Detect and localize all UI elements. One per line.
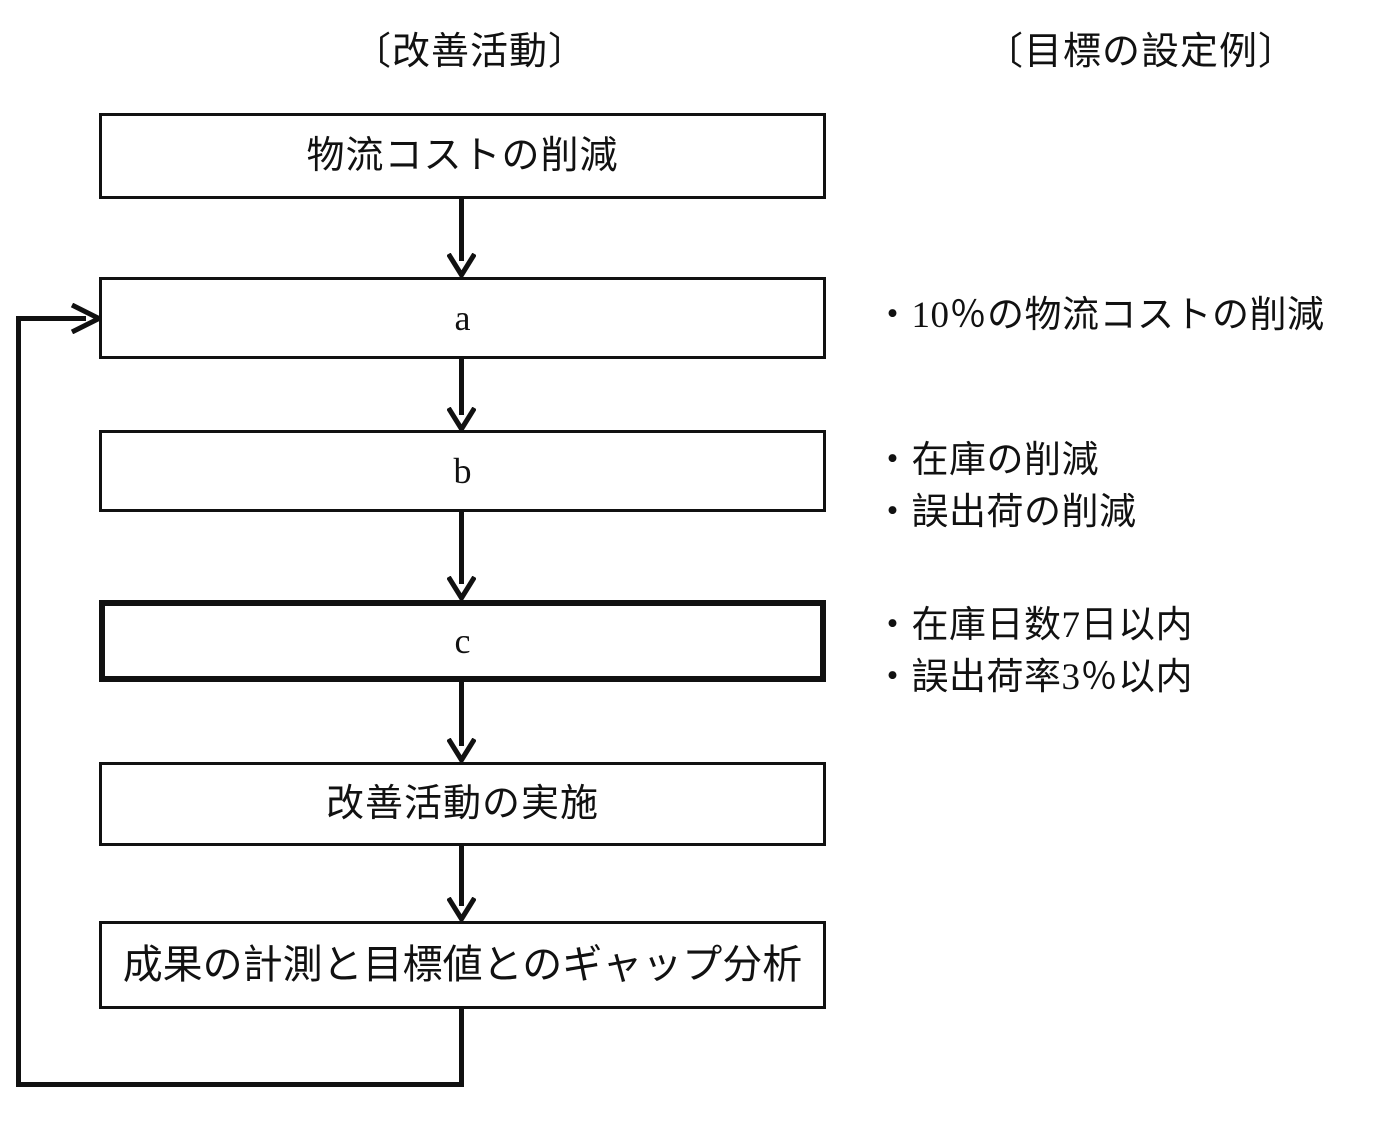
column-header-goal-examples: 〔目標の設定例〕 (985, 31, 1298, 73)
flow-box-label: c (454, 621, 471, 661)
flow-box-label: 物流コストの削減 (306, 135, 619, 177)
goal-group-cost: ・10％の物流コストの削減 (874, 290, 1394, 342)
goal-group-targets: ・在庫日数7日以内 ・誤出荷率3％以内 (874, 600, 1394, 704)
arrow-right-icon (70, 303, 102, 334)
flow-box-label: 成果の計測と目標値とのギャップ分析 (122, 942, 803, 987)
flow-box-label: a (454, 298, 471, 338)
feedback-loop-segment-bottom (16, 1082, 464, 1087)
goal-line: ・誤出荷率3％以内 (874, 657, 1193, 698)
flow-box-implement-improvement: 改善活動の実施 (99, 762, 826, 846)
arrow-down-icon (447, 897, 476, 921)
flow-box-measure-and-gap-analysis: 成果の計測と目標値とのギャップ分析 (99, 921, 826, 1009)
flow-box-a: a (99, 277, 826, 359)
connector-line-5 (459, 846, 464, 906)
feedback-loop-segment-left (16, 316, 21, 1087)
goal-line: ・在庫日数7日以内 (874, 605, 1193, 646)
goal-line: ・在庫の削減 (874, 440, 1099, 481)
flow-box-label: b (453, 451, 472, 491)
flow-box-c: c (99, 600, 826, 682)
column-header-improvement-activity: 〔改善活動〕 (353, 31, 588, 73)
goal-line: ・10％の物流コストの削減 (874, 295, 1325, 336)
connector-line-4 (459, 682, 464, 746)
connector-line-1 (459, 199, 464, 261)
arrow-down-icon (447, 738, 476, 762)
goal-line: ・誤出荷の削減 (874, 492, 1137, 533)
flow-box-b: b (99, 430, 826, 512)
flow-box-label: 改善活動の実施 (325, 783, 599, 825)
connector-line-2 (459, 359, 464, 415)
goal-group-inventory: ・在庫の削減 ・誤出荷の削減 (874, 435, 1394, 539)
connector-line-3 (459, 512, 464, 584)
arrow-down-icon (447, 407, 476, 431)
arrow-down-icon (447, 253, 476, 277)
arrow-down-icon (447, 576, 476, 600)
flow-box-logistics-cost-reduction: 物流コストの削減 (99, 113, 826, 199)
feedback-loop-segment-top (16, 316, 86, 321)
feedback-loop-segment-down (459, 1009, 464, 1087)
